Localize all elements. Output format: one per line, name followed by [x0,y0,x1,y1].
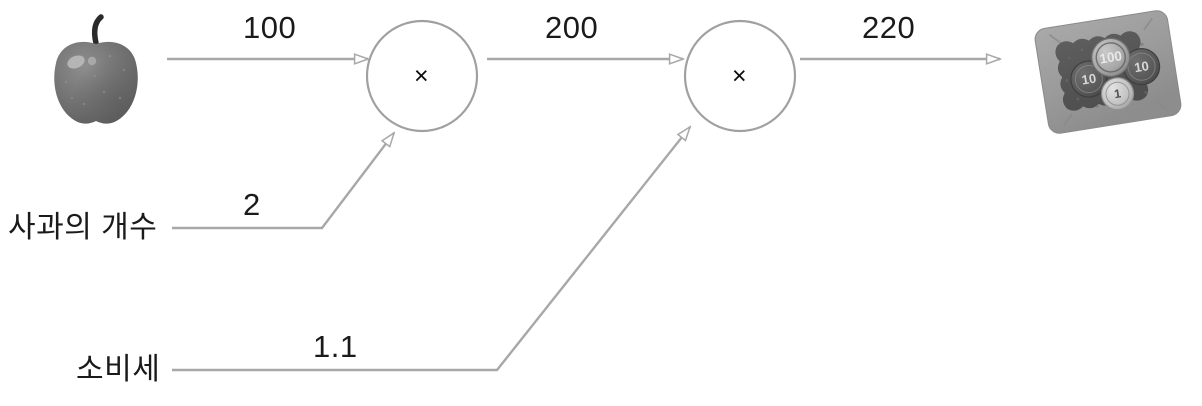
coin-1: 1 [1100,77,1135,111]
svg-text:10: 10 [1081,71,1098,88]
multiply-node-1 [365,19,479,133]
multiply-node-1-operator: × [414,62,429,90]
edge-label-apple-price: 100 [243,10,297,45]
coin-100: 100 [1091,37,1131,77]
input-label-tax: 소비세 [76,353,161,386]
svg-text:10: 10 [1133,58,1150,75]
apple-image [54,14,138,124]
edge-label-tax-rate: 1.1 [313,329,358,364]
coin-10-right: 10 [1122,48,1161,86]
svg-text:100: 100 [1098,48,1123,66]
coin-tray-image: 10 10 100 1 [1034,10,1182,134]
multiply-node-2-operator: × [732,62,747,90]
edge-label-subtotal: 200 [545,10,599,45]
edge-label-apple-count: 2 [243,187,261,222]
coin-10-left: 10 [1070,60,1108,98]
svg-text:1: 1 [1113,86,1122,101]
edge-tax-rate [172,127,690,372]
edge-label-total: 220 [862,10,916,45]
input-label-apple-count: 사과의 개수 [8,211,158,244]
edge-apple-count [172,133,394,230]
multiply-node-2 [683,19,797,133]
